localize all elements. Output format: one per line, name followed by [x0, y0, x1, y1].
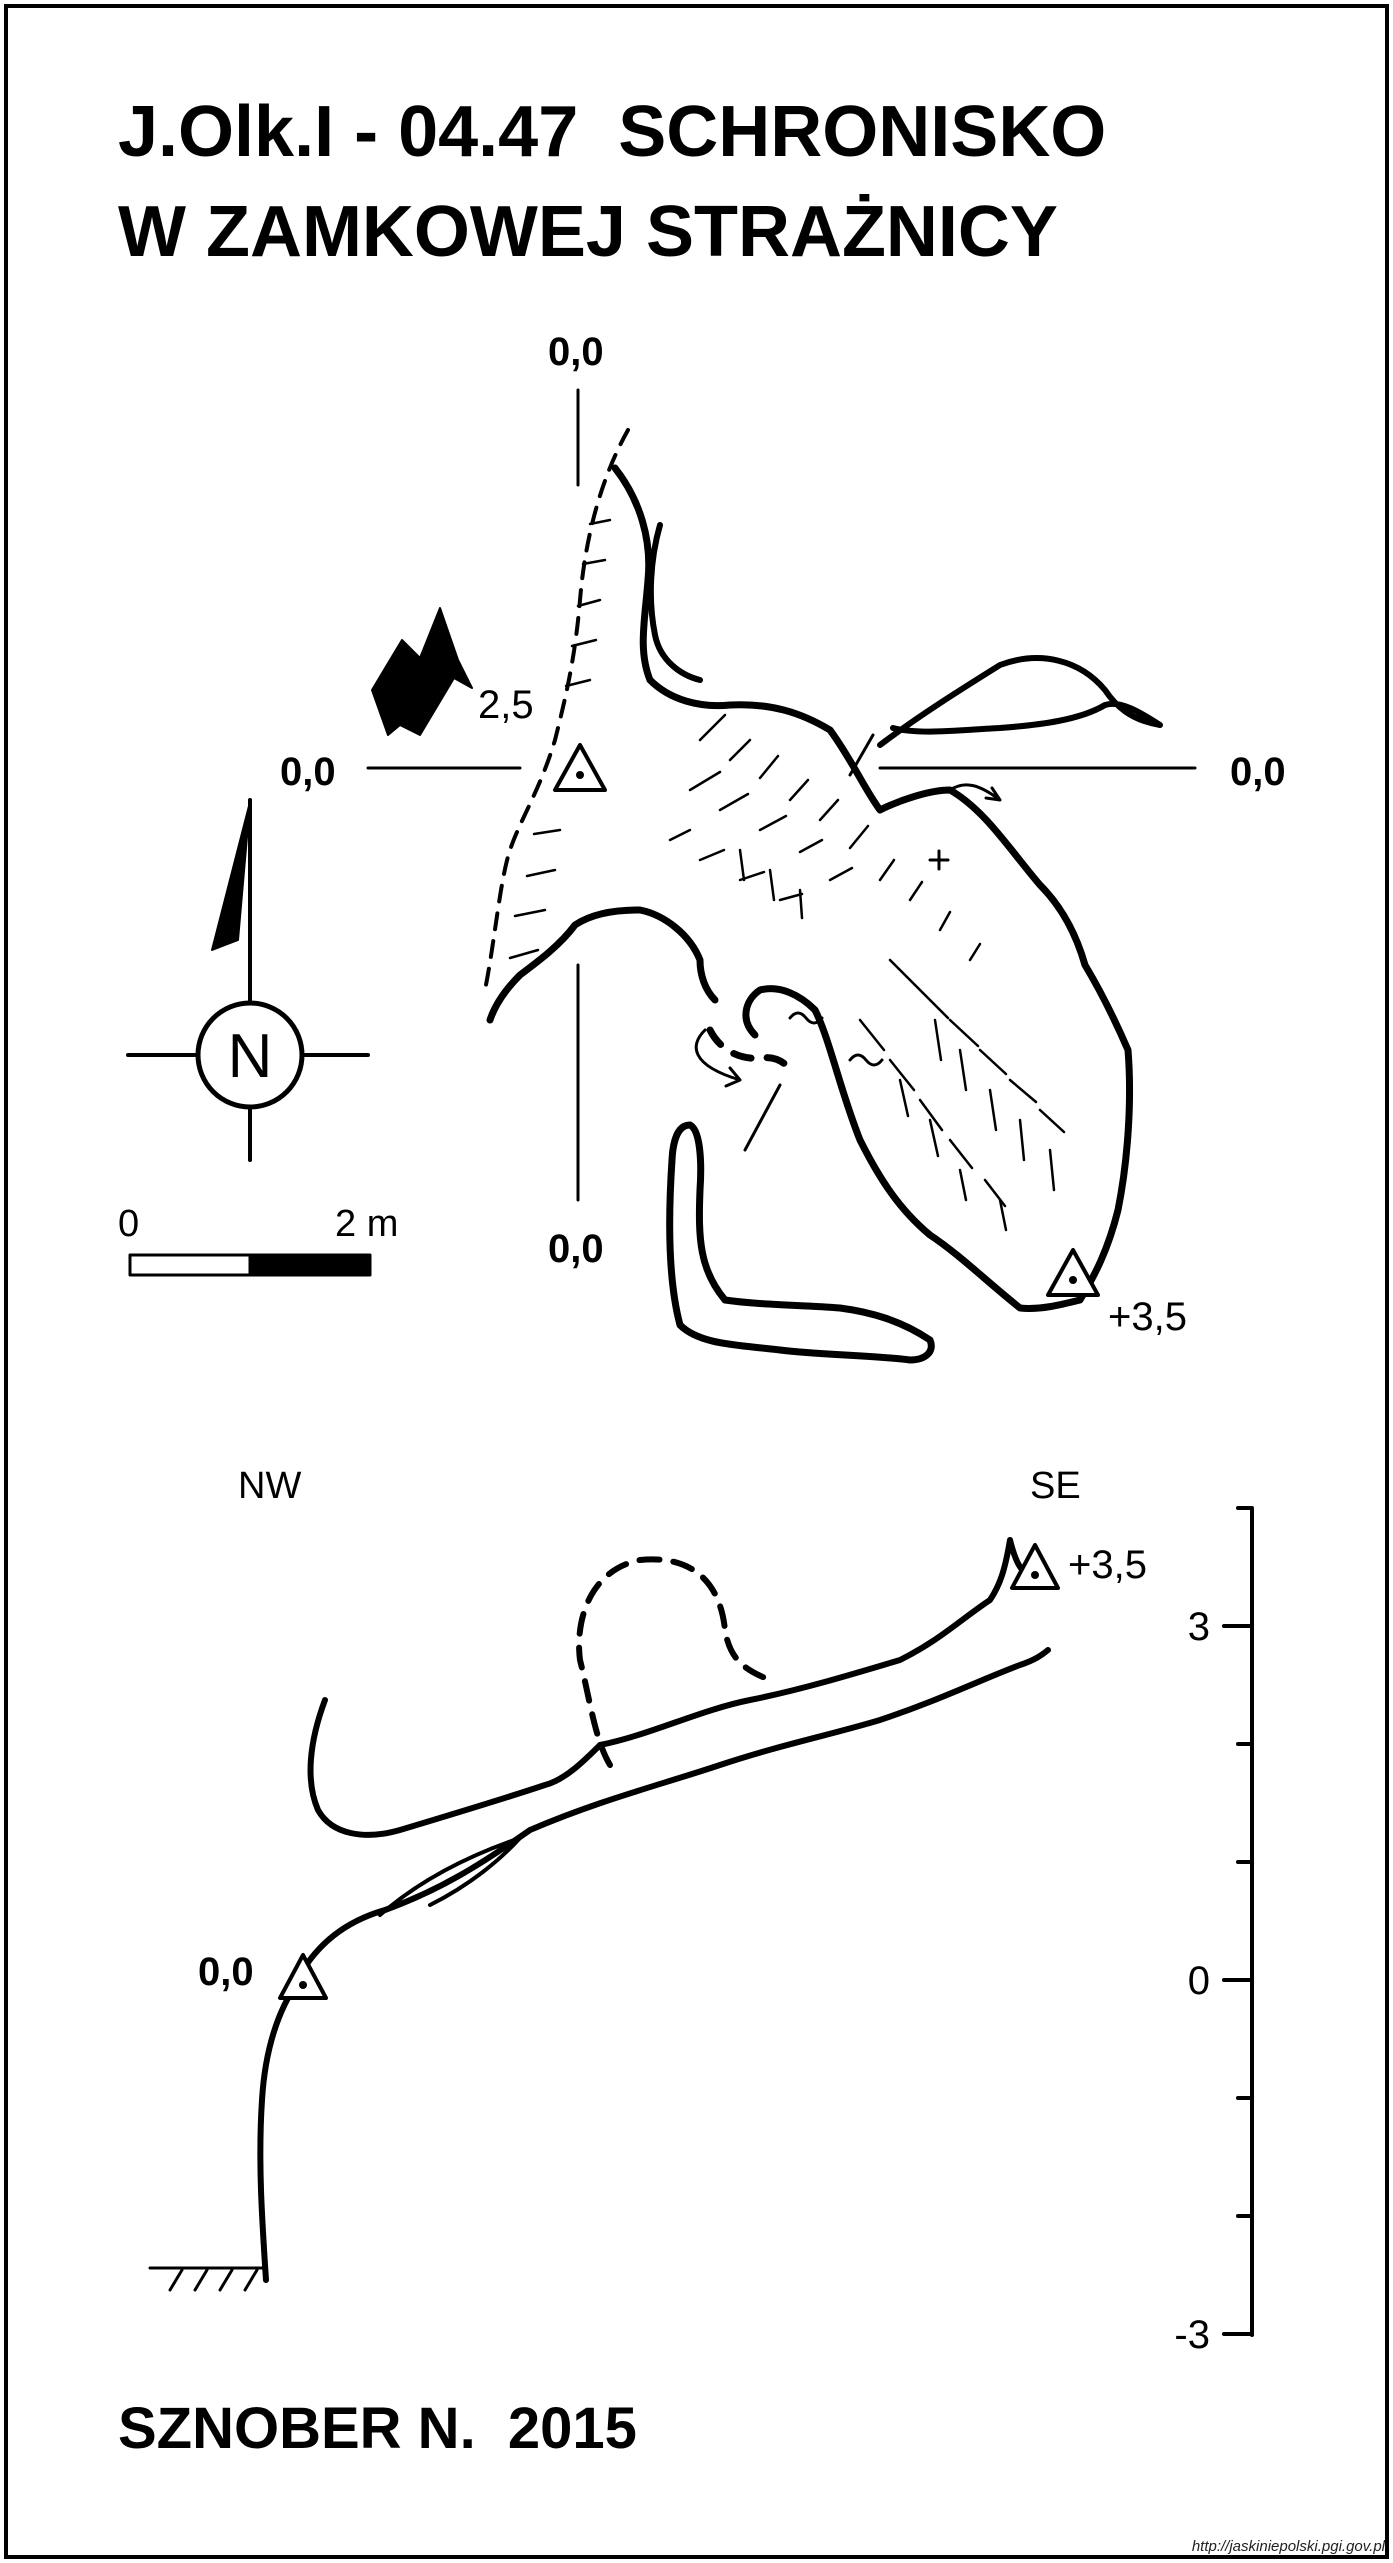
profile-station-start-label: 0,0 [198, 1950, 254, 1994]
slope-hachures [508, 518, 1066, 1232]
axis-tick-label: -3 [1174, 2313, 1210, 2357]
north-arrow-icon [126, 798, 370, 1162]
station-end-triangle [1046, 1248, 1100, 1297]
station-end-label: +3,5 [1108, 1295, 1187, 1339]
profile-dir-left: NW [238, 1465, 301, 1507]
axis-tick-label: 0 [1188, 1959, 1210, 2003]
entrance-arrow-icon [371, 607, 473, 736]
profile-wall-down [257, 1979, 301, 2283]
floor-marks [788, 849, 950, 1067]
cave-outline-inner-left [486, 906, 719, 1024]
passage-arrow-lower [694, 1028, 742, 1088]
profile-flake [378, 1836, 522, 1917]
profile-floor [297, 1647, 1051, 1978]
scale-end-label: 2 m [335, 1203, 398, 1245]
pointer-line-lower [743, 1083, 782, 1152]
profile-station-end-triangle [1010, 1543, 1060, 1590]
plan-label-left: 0,0 [280, 750, 336, 794]
entrance-height-label: 2,5 [478, 683, 534, 727]
plan-view [126, 388, 1197, 1364]
profile-view [148, 1506, 1254, 2337]
collapse-dashed-line [706, 1026, 794, 1074]
pointer-line-upper [848, 733, 875, 777]
profile-floor-ground [148, 2266, 264, 2292]
profile-chimney-dashed [576, 1556, 773, 1768]
author-credit: SZNOBER N. 2015 [118, 2396, 637, 2461]
source-url: http://jaskiniepolski.pgi.gov.pl [1191, 2538, 1385, 2555]
plan-label-top: 0,0 [548, 330, 604, 374]
plan-label-bottom: 0,0 [548, 1227, 604, 1271]
overhang-dashed-line [483, 428, 630, 992]
north-label: N [228, 1022, 273, 1091]
profile-dir-right: SE [1030, 1465, 1081, 1507]
title-line-2: W ZAMKOWEJ STRAŻNICY [118, 192, 1058, 272]
cave-outline-main [611, 464, 1134, 1312]
scale-bar [128, 1253, 372, 1277]
profile-station-start-triangle [278, 1953, 328, 2000]
profile-ceiling [597, 1537, 1031, 1748]
profile-axis-ticks [1222, 1506, 1254, 2336]
profile-axis-labels: 3 0 -3 [1174, 1605, 1210, 2357]
scale-start-label: 0 [118, 1203, 139, 1245]
passage-arrow-upper [948, 783, 1002, 802]
side-branch-upper [877, 655, 1163, 748]
title-line-1: J.Olk.I - 04.47 SCHRONISKO [118, 92, 1107, 172]
station-start-triangle [553, 743, 607, 792]
profile-station-end-label: +3,5 [1068, 1543, 1147, 1587]
axis-tick-label: 3 [1188, 1605, 1210, 1649]
profile-ceiling-left [307, 1697, 603, 1838]
plan-label-right: 0,0 [1230, 750, 1286, 794]
cave-outline-right-channel [647, 522, 703, 683]
lower-passage [666, 1121, 935, 1364]
